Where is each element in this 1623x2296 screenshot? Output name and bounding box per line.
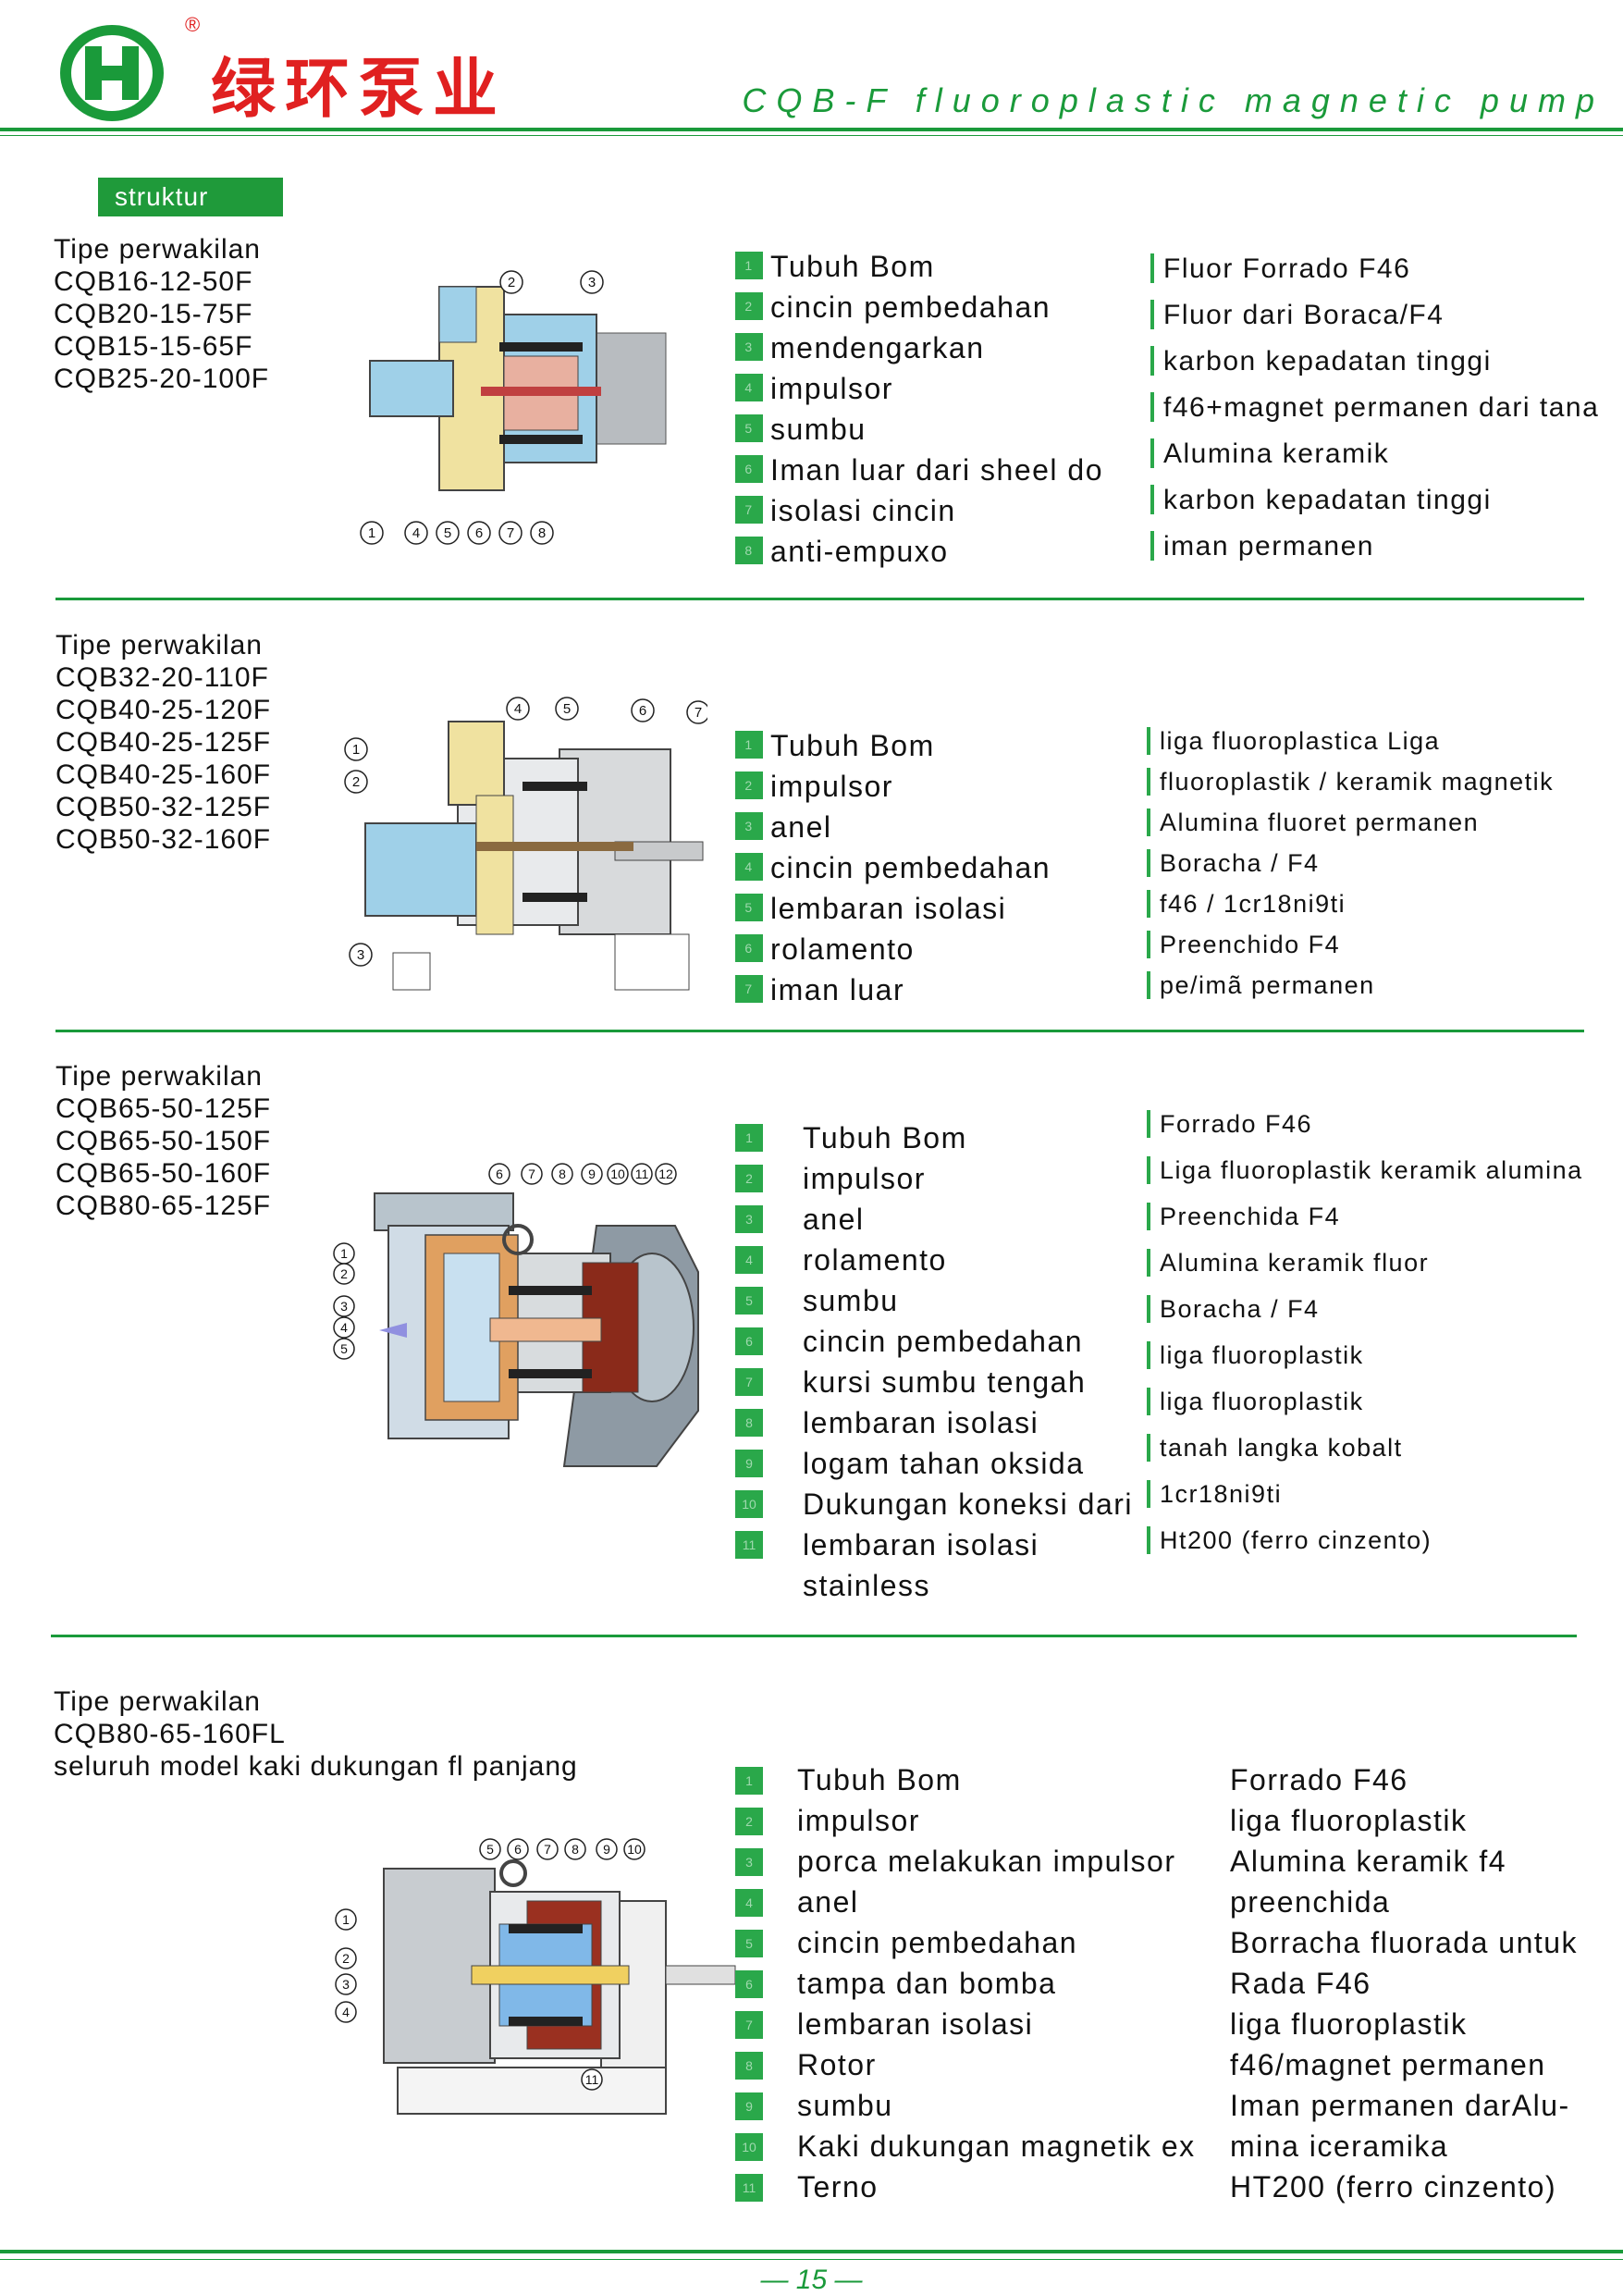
model-list: Tipe perwakilan CQB65-50-125F CQB65-50-1… — [55, 1060, 271, 1222]
materials-list-4: Forrado F46 liga fluoroplastik Alumina k… — [1230, 1763, 1579, 2203]
callout-label: 2 — [352, 774, 360, 790]
materials-list-2: liga fluoroplastica Liga fluoroplastik /… — [1147, 727, 1618, 1005]
header-rule — [0, 128, 1623, 131]
callout-label: 4 — [514, 701, 522, 717]
callout-label: 2 — [508, 275, 515, 290]
callout-label: 3 — [357, 947, 364, 963]
callout-label: 9 — [603, 1842, 610, 1857]
materials-list-1: Fluor Forrado F46 Fluor dari Boraca/F4 k… — [1150, 253, 1617, 568]
model-item: CQB80-65-160FL — [54, 1719, 286, 1749]
callout-label: 7 — [544, 1842, 551, 1857]
callout-label: 7 — [528, 1167, 535, 1181]
number-column-4: 1 2 3 4 5 6 7 8 9 10 11 — [735, 1767, 763, 2211]
model-heading: Tipe perwakilan — [54, 234, 261, 265]
callout-label: 6 — [475, 525, 483, 541]
registered-mark: ® — [185, 13, 201, 36]
callout-label: 6 — [496, 1167, 503, 1181]
section-divider — [55, 598, 1584, 600]
model-list: Tipe perwakilan CQB16-12-50F CQB20-15-75… — [54, 233, 269, 395]
callout-label: 10 — [627, 1842, 642, 1857]
header-rule-thin — [0, 135, 1623, 136]
callout-label: 2 — [342, 1951, 350, 1966]
callout-label: 9 — [588, 1167, 596, 1181]
callout-label: 8 — [559, 1167, 566, 1181]
pump-diagram-2: 1 2 3 4 5 6 7 — [338, 694, 710, 999]
callout-label: 3 — [342, 1977, 350, 1992]
model-heading: Tipe perwakilan — [54, 1686, 261, 1717]
model-list: Tipe perwakilan CQB80-65-160FL seluruh m… — [54, 1685, 578, 1783]
footer-rule-thin — [0, 2259, 1623, 2260]
model-item: CQB65-50-125F — [55, 1093, 272, 1124]
callout-label: 3 — [340, 1299, 348, 1314]
model-item: CQB32-20-110F — [55, 662, 269, 693]
callout-label: 4 — [340, 1320, 348, 1335]
model-heading: Tipe perwakilan — [55, 630, 263, 660]
callout-label: 1 — [352, 742, 360, 758]
model-item: CQB80-65-125F — [55, 1191, 272, 1221]
callout-label: 10 — [610, 1167, 625, 1181]
callout-label: 1 — [340, 1246, 348, 1261]
model-item: CQB16-12-50F — [54, 266, 253, 297]
parts-list-4: Tubuh Bom impulsor porca melakukan impul… — [797, 1763, 1196, 2203]
callout-label: 7 — [695, 705, 702, 721]
callout-label: 5 — [444, 525, 451, 541]
callout-label: 12 — [658, 1167, 673, 1181]
callout-label: 1 — [342, 1912, 350, 1927]
pump-diagram-1: 2 3 1 4 5 6 7 8 — [351, 259, 670, 555]
callout-label: 5 — [340, 1341, 348, 1356]
callout-label: 4 — [342, 2005, 350, 2019]
callout-label: 5 — [563, 701, 571, 717]
company-logo — [57, 22, 166, 124]
model-item: CQB50-32-125F — [55, 792, 272, 822]
model-item: CQB20-15-75F — [54, 299, 253, 329]
section-divider — [51, 1635, 1577, 1637]
model-item: CQB65-50-160F — [55, 1158, 272, 1189]
model-list: Tipe perwakilan CQB32-20-110F CQB40-25-1… — [55, 629, 271, 856]
page-number: — 15 — — [760, 2265, 863, 2295]
model-item: CQB40-25-160F — [55, 759, 272, 790]
model-item: CQB40-25-125F — [55, 727, 272, 758]
section-divider — [55, 1030, 1584, 1032]
footer-rule — [0, 2250, 1623, 2253]
callout-label: 11 — [585, 2072, 599, 2087]
callout-label: 3 — [588, 275, 596, 290]
model-item: CQB50-32-160F — [55, 824, 272, 855]
model-item: CQB65-50-150F — [55, 1126, 272, 1156]
callout-label: 2 — [340, 1266, 348, 1281]
model-item: CQB25-20-100F — [54, 364, 270, 394]
callout-label: 7 — [507, 525, 514, 541]
brand-name: 绿环泵业 — [211, 50, 507, 127]
number-column-3: 1 2 3 4 5 6 7 8 9 10 11 — [735, 1124, 763, 1559]
callout-label: 1 — [368, 525, 375, 541]
model-item: seluruh model kaki dukungan fl panjang — [54, 1751, 578, 1782]
callout-label: 4 — [412, 525, 420, 541]
product-tagline: CQB-F fluoroplastic magnetic pump — [742, 81, 1605, 119]
model-item: CQB15-15-65F — [54, 331, 253, 362]
parts-list-3: Tubuh Bom impulsor anel rolamento sumbu … — [803, 1121, 1134, 1602]
materials-list-3: Forrado F46 Liga fluoroplastik keramik a… — [1147, 1110, 1618, 1573]
section-label: struktur — [98, 178, 283, 216]
model-heading: Tipe perwakilan — [55, 1061, 263, 1092]
callout-label: 8 — [538, 525, 546, 541]
callout-label: 5 — [486, 1842, 494, 1857]
pump-diagram-3: 1 2 3 4 5 6 7 8 9 10 11 12 — [333, 1161, 726, 1480]
callout-label: 8 — [572, 1842, 579, 1857]
model-item: CQB40-25-120F — [55, 695, 272, 725]
pump-diagram-4: 1 2 3 4 5 6 7 8 9 10 11 — [333, 1836, 740, 2123]
callout-label: 6 — [639, 703, 646, 719]
callout-label: 11 — [635, 1167, 649, 1181]
callout-label: 6 — [514, 1842, 522, 1857]
